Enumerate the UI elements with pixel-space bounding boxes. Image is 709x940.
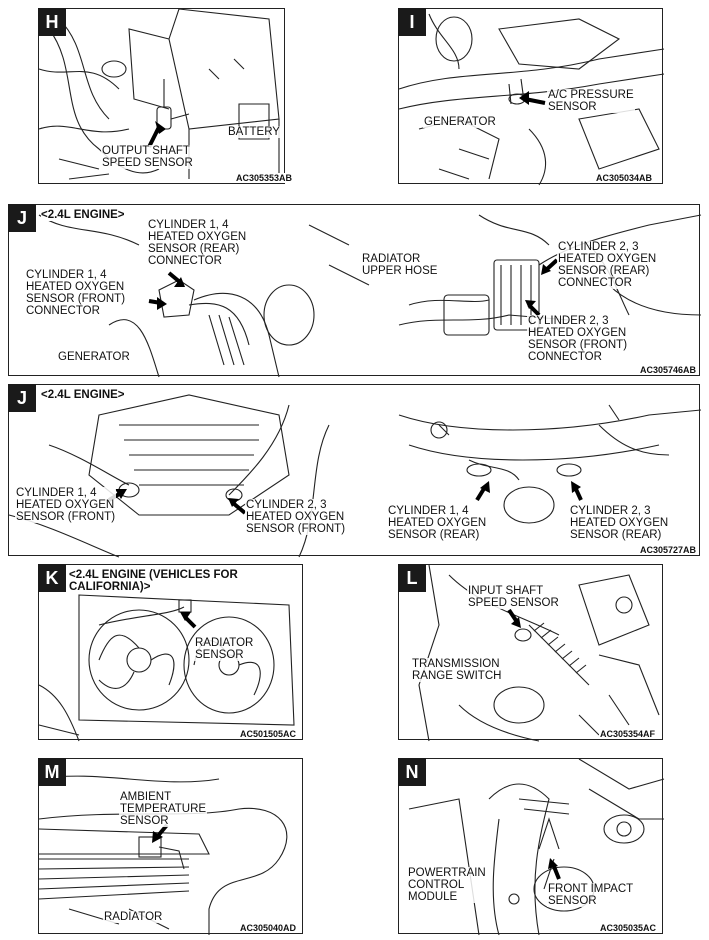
panel-letter: M	[38, 758, 66, 786]
panel-n-illustration	[408, 758, 665, 936]
panel-letter: J	[8, 384, 36, 412]
figure-code: AC305354AF	[599, 729, 657, 739]
panel-letter: N	[398, 758, 426, 786]
panel-h-illustration	[38, 8, 280, 180]
panel-letter: K	[38, 564, 66, 592]
figure-code: AC305353AB	[235, 173, 294, 183]
label-generator: GENERATOR	[57, 351, 131, 363]
arrow-icon	[148, 258, 559, 317]
panel-letter: L	[398, 564, 426, 592]
figure-code: AC305727AB	[639, 545, 698, 555]
figure-code: AC501505AC	[239, 729, 298, 739]
arrow-icon	[107, 481, 583, 515]
label-radiator: RADIATOR	[103, 911, 164, 923]
figure-code: AC305746AB	[639, 365, 698, 375]
panel-letter: J	[8, 204, 36, 232]
arrow-icon	[152, 823, 169, 843]
figure-code: AC305034AB	[595, 173, 654, 183]
figure-code: AC305040AD	[239, 923, 298, 933]
engine-note: <2.4L ENGINE>	[41, 389, 125, 401]
arrow-icon	[507, 608, 521, 628]
label-battery: BATTERY	[227, 126, 281, 138]
engine-note: <2.4L ENGINE>	[41, 209, 125, 221]
label-generator: GENERATOR	[423, 116, 497, 128]
arrow-icon	[147, 121, 166, 148]
figure-code: AC305035AC	[599, 923, 658, 933]
panel-letter: I	[398, 8, 426, 36]
arrow-icon	[519, 91, 546, 105]
arrow-icon	[180, 612, 197, 629]
arrow-icon	[548, 858, 561, 880]
panel-letter: H	[38, 8, 66, 36]
